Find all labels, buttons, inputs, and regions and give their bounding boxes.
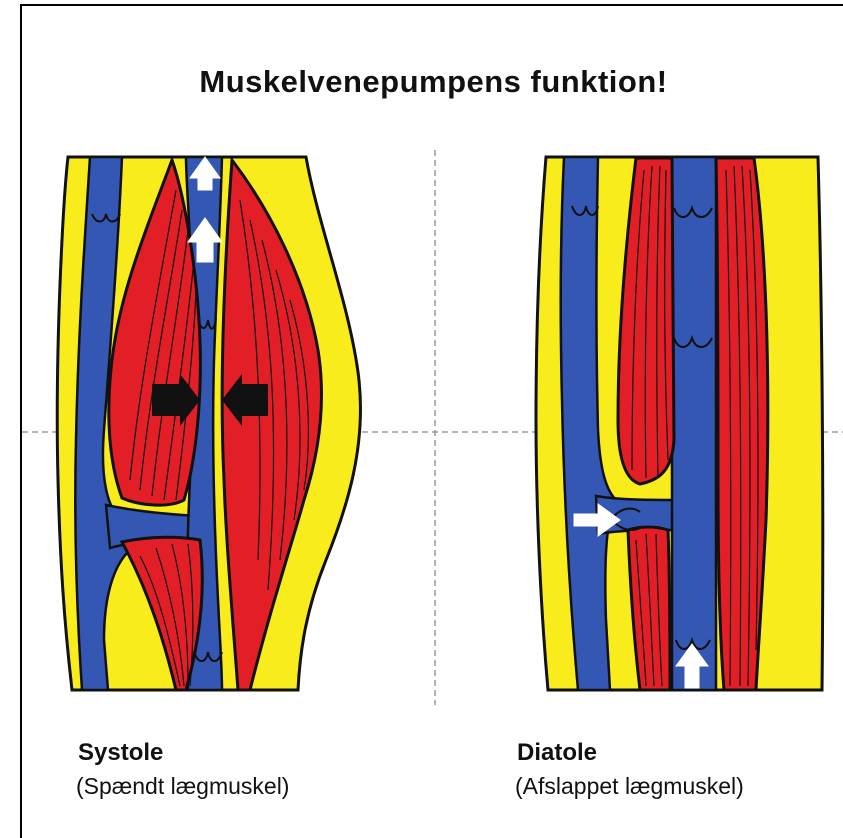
systole-leg	[57, 157, 360, 690]
diatole-heading: Diatole	[517, 739, 597, 767]
diatole-leg	[536, 157, 823, 690]
diatole-subheading: (Afslappet lægmuskel)	[515, 773, 744, 800]
systole-subheading: (Spændt lægmuskel)	[76, 773, 289, 800]
diatole-deep-vein	[672, 157, 716, 690]
diatole-right-muscle	[716, 158, 768, 690]
systole-heading: Systole	[78, 739, 163, 767]
